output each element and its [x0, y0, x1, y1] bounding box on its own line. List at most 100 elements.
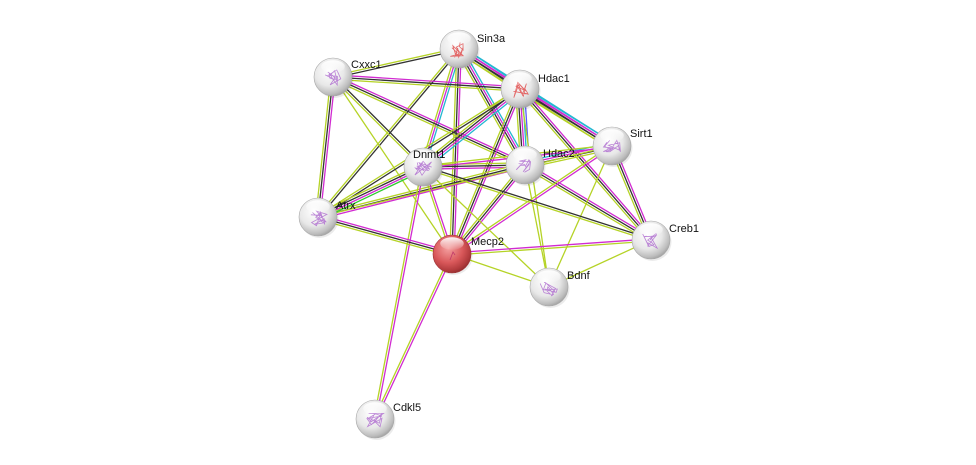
node-cxxc1[interactable]: Cxxc1	[313, 57, 382, 98]
protein-structure-icon	[515, 159, 532, 173]
edge-evidence-coexpression	[317, 216, 453, 255]
edge-evidence-textmining	[455, 50, 523, 167]
node-highlight	[537, 270, 561, 283]
node-highlight	[411, 150, 435, 163]
edge-cxxc1-mecp2[interactable]	[332, 76, 453, 255]
edge-atrx-mecp2[interactable]	[317, 214, 453, 257]
edge-evidence-databases	[424, 49, 462, 168]
node-mecp2[interactable]: Mecp2	[432, 234, 504, 275]
edge-evidence-textmining	[422, 167, 651, 242]
edge-evidence-coexpression	[317, 76, 334, 218]
node-label: Atrx	[336, 200, 356, 212]
protein-structure-icon	[642, 232, 659, 250]
edge-evidence-experiments	[375, 254, 454, 420]
edge-evidence-textmining	[331, 77, 423, 169]
edge-cxxc1-dnmt1[interactable]	[331, 75, 425, 169]
edge-evidence-experiments	[333, 74, 521, 88]
edge-evidence-textmining	[332, 47, 459, 77]
protein-structure-icon	[414, 160, 432, 177]
protein-structure-icon	[602, 139, 621, 153]
edge-hdac1-bdnf[interactable]	[519, 88, 550, 288]
node-creb1[interactable]: Creb1	[631, 220, 699, 261]
node-atrx[interactable]: Atrx	[298, 197, 356, 238]
edge-dnmt1-cdkl5[interactable]	[373, 166, 425, 420]
edge-evidence-coexpression	[332, 76, 521, 90]
protein-structure-icon	[310, 210, 328, 227]
edge-mecp2-creb1[interactable]	[451, 238, 652, 256]
edge-evidence-experiments	[521, 87, 654, 239]
edge-evidence-textmining	[317, 218, 452, 257]
node-highlight	[306, 200, 330, 213]
edge-sin3a-atrx[interactable]	[316, 47, 461, 219]
node-highlight	[513, 148, 537, 161]
node-label: Cdkl5	[393, 402, 421, 414]
protein-structure-icon	[539, 282, 558, 297]
edge-evidence-experiments	[375, 167, 425, 420]
edge-evidence-textmining	[373, 166, 423, 419]
edge-evidence-experiments	[319, 77, 336, 218]
edge-evidence-experiments	[318, 167, 424, 219]
edge-evidence-textmining	[317, 162, 525, 216]
edge-dnmt1-creb1[interactable]	[422, 165, 652, 242]
edge-evidence-coexpression	[333, 49, 460, 79]
protein-structure-icon	[366, 413, 385, 428]
edge-evidence-textmining	[449, 163, 524, 254]
node-label: Hdac1	[538, 73, 570, 85]
edge-dnmt1-bdnf[interactable]	[422, 166, 550, 288]
edge-evidence-textmining	[332, 76, 453, 255]
node-label: Mecp2	[471, 236, 504, 248]
node-highlight	[440, 237, 464, 250]
edge-evidence-textmining	[524, 164, 550, 288]
edge-evidence-experiments	[451, 238, 651, 254]
edge-evidence-textmining	[422, 166, 550, 288]
edge-evidence-coexpression	[423, 165, 652, 240]
edge-evidence-experiments	[318, 214, 453, 253]
edge-evidence-coexpression	[318, 49, 461, 219]
node-sin3a[interactable]: Sin3a	[439, 29, 506, 70]
edge-evidence-textmining	[523, 166, 651, 243]
node-label: Dnmt1	[413, 149, 445, 161]
node-label: Sirt1	[630, 128, 653, 140]
edge-cxxc1-atrx[interactable]	[315, 76, 336, 218]
edges-layer	[315, 45, 654, 420]
node-label: Cxxc1	[351, 59, 382, 71]
edge-hdac2-creb1[interactable]	[523, 162, 653, 243]
edge-evidence-textmining	[315, 76, 332, 217]
edge-mecp2-cdkl5[interactable]	[373, 253, 454, 420]
edge-evidence-textmining	[451, 144, 612, 254]
edge-sin3a-cxxc1[interactable]	[332, 47, 460, 79]
edge-hdac2-bdnf[interactable]	[524, 164, 550, 288]
node-highlight	[600, 129, 624, 142]
edge-cxxc1-hdac1[interactable]	[332, 74, 521, 92]
edge-evidence-textmining	[519, 88, 550, 288]
edge-evidence-textmining	[332, 78, 520, 92]
node-sirt1[interactable]: Sirt1	[592, 126, 653, 167]
edge-evidence-coexpression	[524, 164, 652, 241]
node-label: Creb1	[669, 223, 699, 235]
node-hdac1[interactable]: Hdac1	[500, 69, 570, 110]
edge-evidence-coexpression	[333, 75, 425, 167]
node-label: Sin3a	[477, 33, 506, 45]
edge-evidence-textmining	[316, 163, 422, 215]
node-label: Hdac2	[543, 148, 575, 160]
node-dnmt1[interactable]: Dnmt1	[403, 147, 445, 188]
node-cdkl5[interactable]: Cdkl5	[355, 399, 421, 440]
node-highlight	[639, 223, 663, 236]
edge-evidence-coexpression	[451, 88, 521, 255]
node-bdnf[interactable]: Bdnf	[529, 267, 591, 308]
edge-evidence-experiments	[423, 89, 522, 169]
edge-evidence-textmining	[449, 87, 519, 254]
edge-evidence-textmining	[316, 47, 459, 217]
node-highlight	[321, 60, 345, 73]
node-hdac2[interactable]: Hdac2	[505, 145, 575, 186]
node-highlight	[447, 32, 471, 45]
edge-evidence-textmining	[452, 240, 652, 256]
node-highlight	[363, 402, 387, 415]
edge-dnmt1-atrx[interactable]	[316, 163, 425, 221]
edge-evidence-databases	[424, 91, 523, 171]
node-highlight	[508, 72, 532, 85]
edge-evidence-coexpression	[317, 165, 423, 217]
protein-structure-icon	[449, 251, 456, 261]
